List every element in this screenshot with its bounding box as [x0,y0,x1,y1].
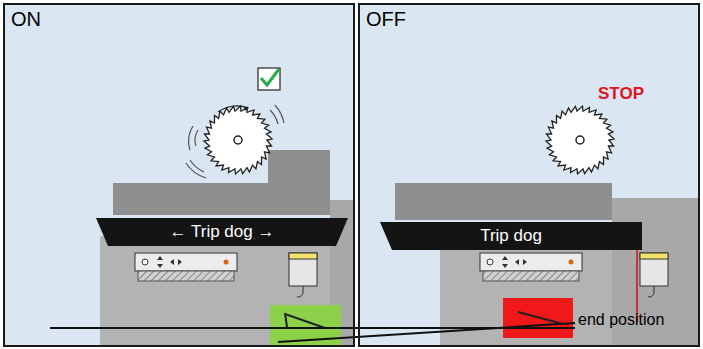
control-unit [480,253,582,281]
limit-switch [640,253,668,297]
state-panel: OFF Trip dog [358,3,700,347]
trip-dog-label: Trip dog [480,226,542,246]
trip-dog-bar: ← Trip dog → [96,218,348,246]
trip-dog-label: ← Trip dog → [170,222,275,242]
state-panel: ON ← Trip dog → [3,3,355,347]
control-unit [135,253,237,281]
limit-switch [289,253,317,297]
panel-title: ON [11,8,41,31]
off-indicator [503,298,573,338]
end-position-label: end position [578,311,664,329]
trip-dog-bar: Trip dog [380,222,642,250]
stop-label: STOP [598,84,644,104]
panel-title: OFF [366,8,406,31]
